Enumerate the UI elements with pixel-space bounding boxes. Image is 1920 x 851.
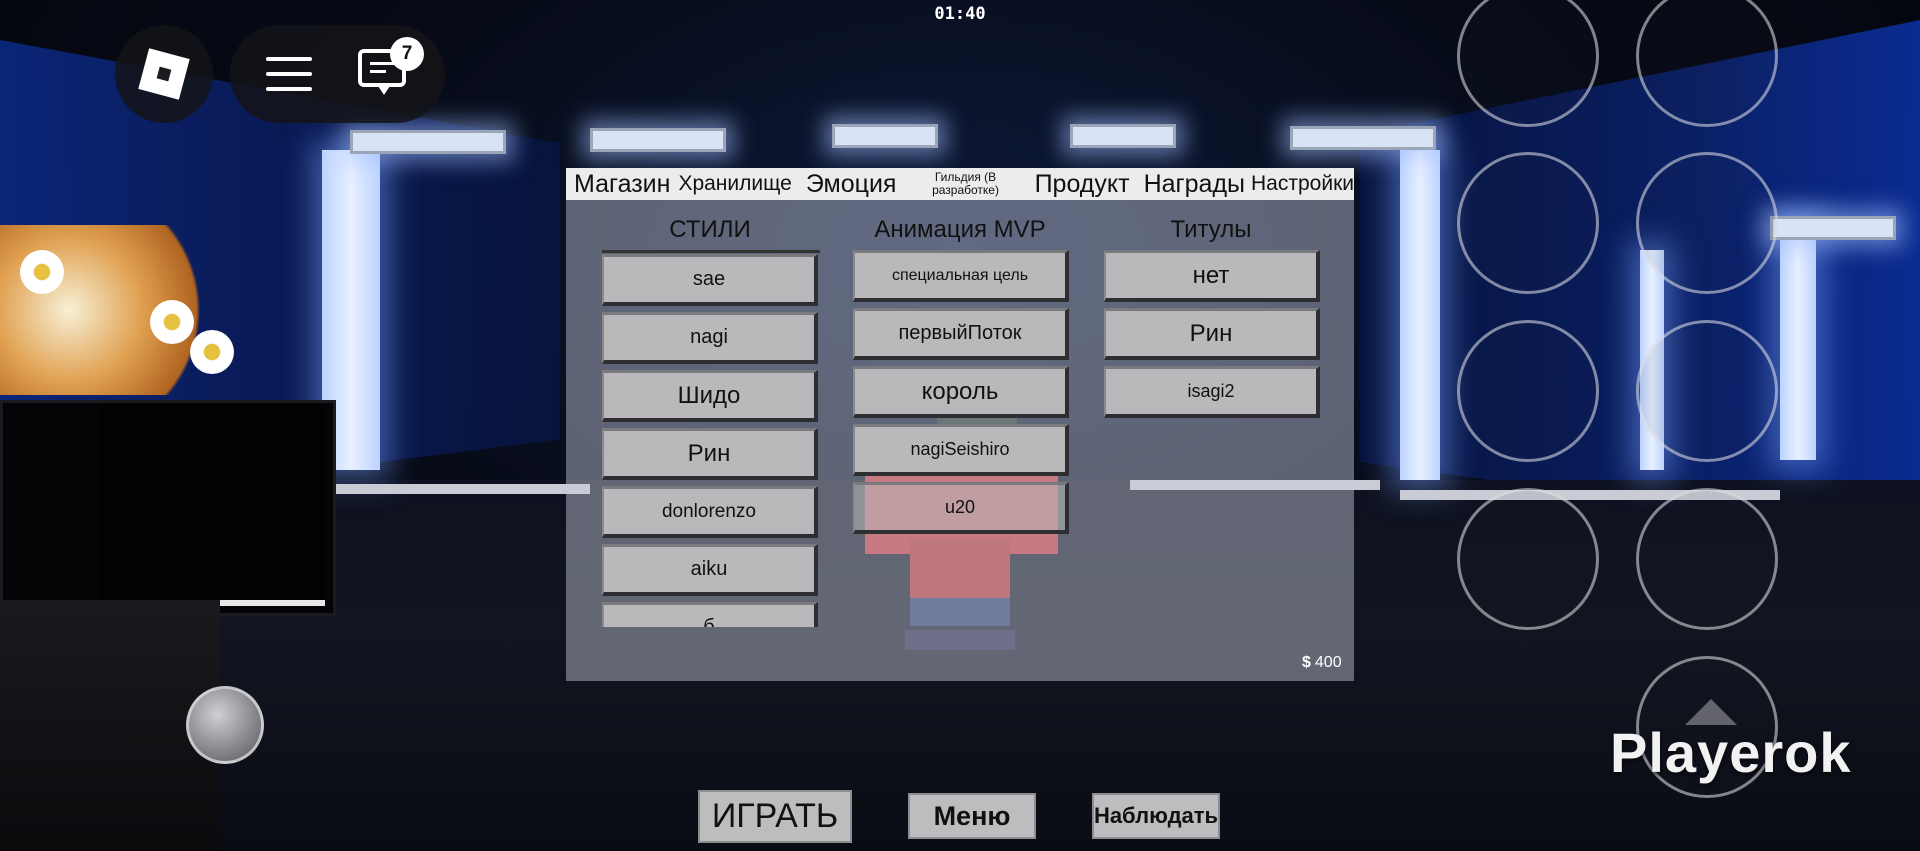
styles-list[interactable]: sae nagi Шидо Рин donlorenzo aiku б [602,250,820,627]
currency-display: $400 [1302,654,1342,672]
title-item[interactable]: Рин [1104,308,1320,360]
avatar-flower [190,330,234,374]
currency-amount: 400 [1314,654,1342,671]
bench [1130,480,1380,490]
action-button[interactable] [1636,320,1778,462]
styles-list-top-edge [602,250,820,253]
character-torso [910,540,1010,600]
character-pants [910,598,1010,626]
watermark: Playerok [1610,721,1852,784]
tab-product[interactable]: Продукт [1034,169,1130,198]
menu-tab-bar: Магазин Хранилище Эмоция Гильдия (В разр… [566,168,1354,200]
top-clock: 01:40 [934,4,986,24]
wall-light-panel [1780,220,1816,460]
hud-toolbar: 7 [230,25,445,123]
ceiling-light [1290,126,1436,150]
action-button[interactable] [1457,0,1599,127]
titles-column-title: Титулы [1170,216,1252,243]
animation-item[interactable]: u20 [853,482,1069,534]
style-item[interactable]: donlorenzo [602,486,818,538]
title-item[interactable]: нет [1104,250,1320,302]
animation-item[interactable]: первыйПоток [853,308,1069,360]
action-button[interactable] [1457,152,1599,294]
animation-item[interactable]: король [853,366,1069,418]
chat-unread-badge: 7 [390,37,424,71]
avatar-flower [150,300,194,344]
title-item[interactable]: isagi2 [1104,366,1320,418]
tab-settings[interactable]: Настройки [1251,172,1354,195]
avatar-flower [20,250,64,294]
spectate-button[interactable]: Наблюдать [1092,793,1220,839]
roblox-logo-icon [138,48,190,100]
ceiling-light [832,124,938,148]
style-item[interactable]: sae [602,254,818,306]
tab-emote[interactable]: Эмоция [805,169,897,198]
jump-arrow-icon [1685,699,1737,725]
player-avatar-backpack [100,405,325,606]
tab-shop[interactable]: Магазин [574,169,671,198]
style-item[interactable]: б [602,602,818,627]
style-item[interactable]: aiku [602,544,818,596]
dollar-icon: $ [1302,654,1311,671]
ceiling-light [590,128,726,152]
action-button[interactable] [1457,488,1599,630]
play-button[interactable]: ИГРАТЬ [698,790,852,843]
roblox-menu-button[interactable] [115,25,213,123]
ceiling-light [350,130,506,154]
menu-button[interactable]: Меню [908,793,1036,839]
character-shoes [905,630,1015,650]
bench [1400,490,1780,500]
styles-column-title: СТИЛИ [669,216,751,243]
style-item[interactable]: Шидо [602,370,818,422]
animation-item[interactable]: nagiSeishiro [853,424,1069,476]
tab-storage[interactable]: Хранилище [678,172,792,195]
tab-rewards[interactable]: Награды [1143,169,1246,198]
style-item[interactable]: nagi [602,312,818,364]
wall-light-panel [1400,150,1440,480]
action-button[interactable] [1457,320,1599,462]
animation-item[interactable]: специальная цель [853,250,1069,302]
jump-button[interactable] [1636,656,1778,798]
bench [330,484,590,494]
ceiling-light [1070,124,1176,148]
player-avatar-legs [0,600,220,851]
movement-joystick[interactable] [186,686,264,764]
action-button[interactable] [1636,488,1778,630]
animation-column-title: Анимация MVP [874,216,1046,243]
tab-guild[interactable]: Гильдия (В разработке) [932,170,999,197]
action-button[interactable] [1636,152,1778,294]
hamburger-menu-icon[interactable] [266,57,312,91]
ceiling-light [1770,216,1896,240]
action-button[interactable] [1636,0,1778,127]
style-item[interactable]: Рин [602,428,818,480]
